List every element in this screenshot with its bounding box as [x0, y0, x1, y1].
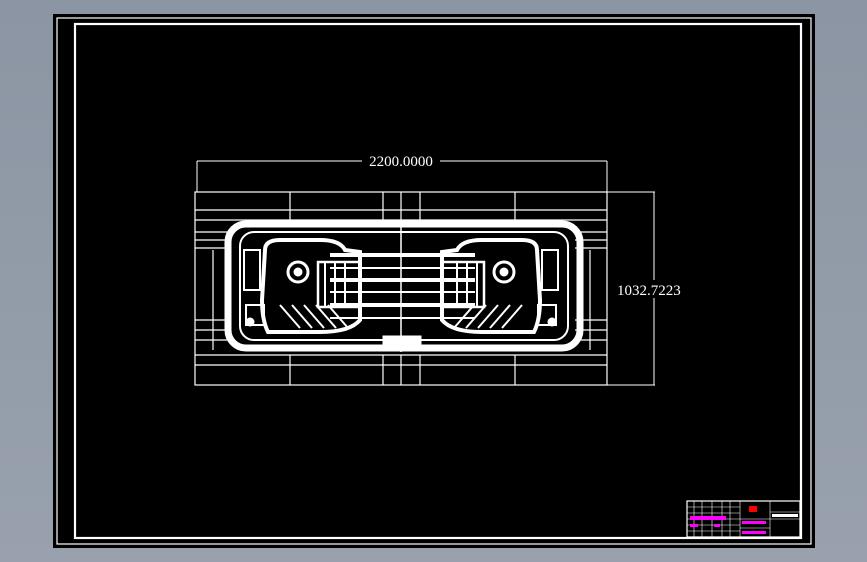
outer-border [56, 17, 812, 545]
title-block [686, 500, 801, 538]
inner-border [73, 22, 803, 540]
left-wheelset [243, 238, 362, 334]
dimension-width-mask [362, 152, 440, 169]
right-wheelset [440, 238, 559, 334]
dimension-width-label: 2200.0000 [369, 154, 433, 170]
bogie-frame [194, 191, 608, 386]
bogie-body [224, 220, 584, 352]
dimension-height-label: 1032.7223 [617, 283, 681, 299]
dimension-height-mask [614, 280, 692, 298]
